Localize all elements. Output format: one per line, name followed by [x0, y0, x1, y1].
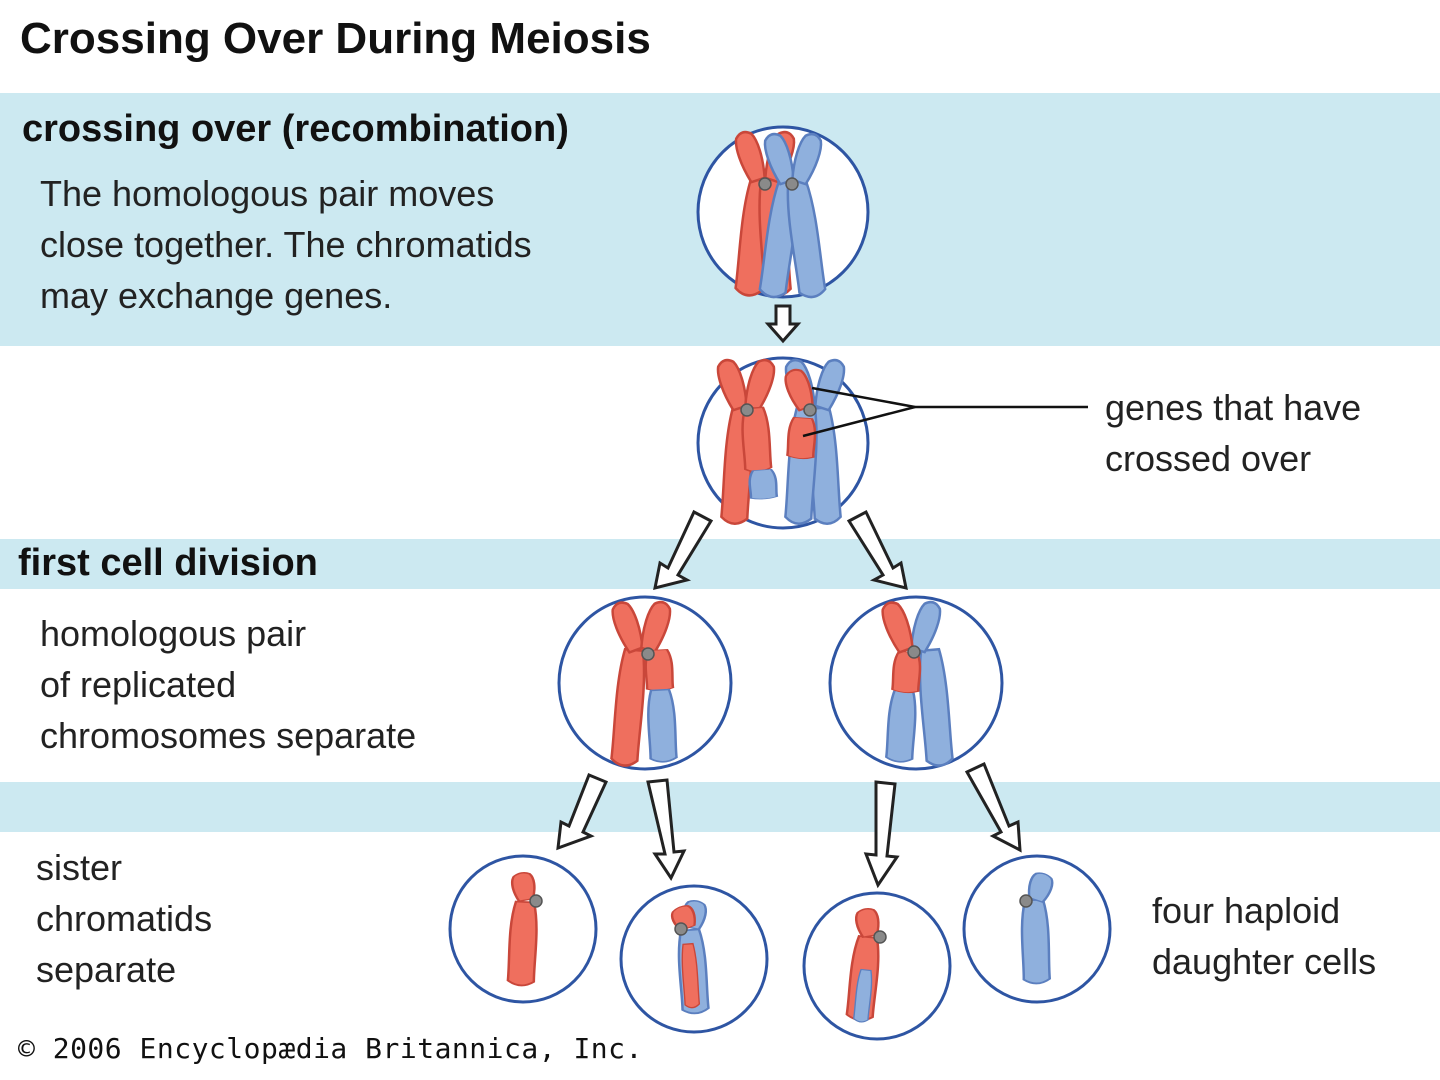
crossed-genes-pointer: [802, 386, 1088, 438]
band-second-division: [0, 782, 1440, 832]
page-title: Crossing Over During Meiosis: [20, 14, 651, 63]
chromosome-daughter-3: [844, 905, 887, 1024]
centromere-icon: [529, 894, 543, 908]
chromosome-right-crossed: [780, 355, 850, 526]
chromosome-daughter-4: [1019, 869, 1057, 986]
chromosome-daughter-1: [506, 869, 543, 988]
description-second-division: sister chromatids separate: [36, 847, 213, 990]
chromosome-division-right: [877, 597, 955, 768]
centromere-icon: [785, 177, 799, 191]
chromosome-daughter-2: [668, 897, 711, 1016]
heading-crossing-over: crossing over (recombination): [22, 108, 569, 150]
arrow-lr: [646, 778, 687, 882]
label-daughter-cells: four haploid daughter cells: [1152, 890, 1377, 982]
description-crossing-over: The homologous pair moves close together…: [40, 173, 532, 316]
description-first-division: homologous pair of replicated chromosome…: [40, 613, 417, 756]
heading-first-division: first cell division: [18, 542, 318, 584]
arrows: [556, 304, 1022, 889]
centromere-icon: [641, 647, 655, 661]
chromosome-division-left: [607, 597, 679, 768]
arrow-left-1: [653, 509, 714, 591]
arrow-down-1: [764, 304, 802, 344]
copyright-credit: © 2006 Encyclopædia Britannica, Inc.: [18, 1032, 643, 1065]
arrow-right-1: [846, 509, 908, 591]
chromosome-left-crossed: [712, 355, 780, 526]
label-crossed-genes: genes that have crossed over: [1105, 387, 1362, 479]
band-first-division: [0, 539, 1440, 589]
arrow-rr: [964, 761, 1022, 853]
arrow-ll: [556, 773, 609, 851]
arrow-rl: [863, 780, 900, 889]
centromere-icon: [873, 930, 887, 944]
centromere-icon: [1019, 894, 1033, 908]
centromere-icon: [758, 177, 772, 191]
centromere-icon: [803, 403, 817, 417]
centromere-icon: [907, 645, 921, 659]
centromere-icon: [674, 922, 688, 936]
centromere-icon: [740, 403, 754, 417]
